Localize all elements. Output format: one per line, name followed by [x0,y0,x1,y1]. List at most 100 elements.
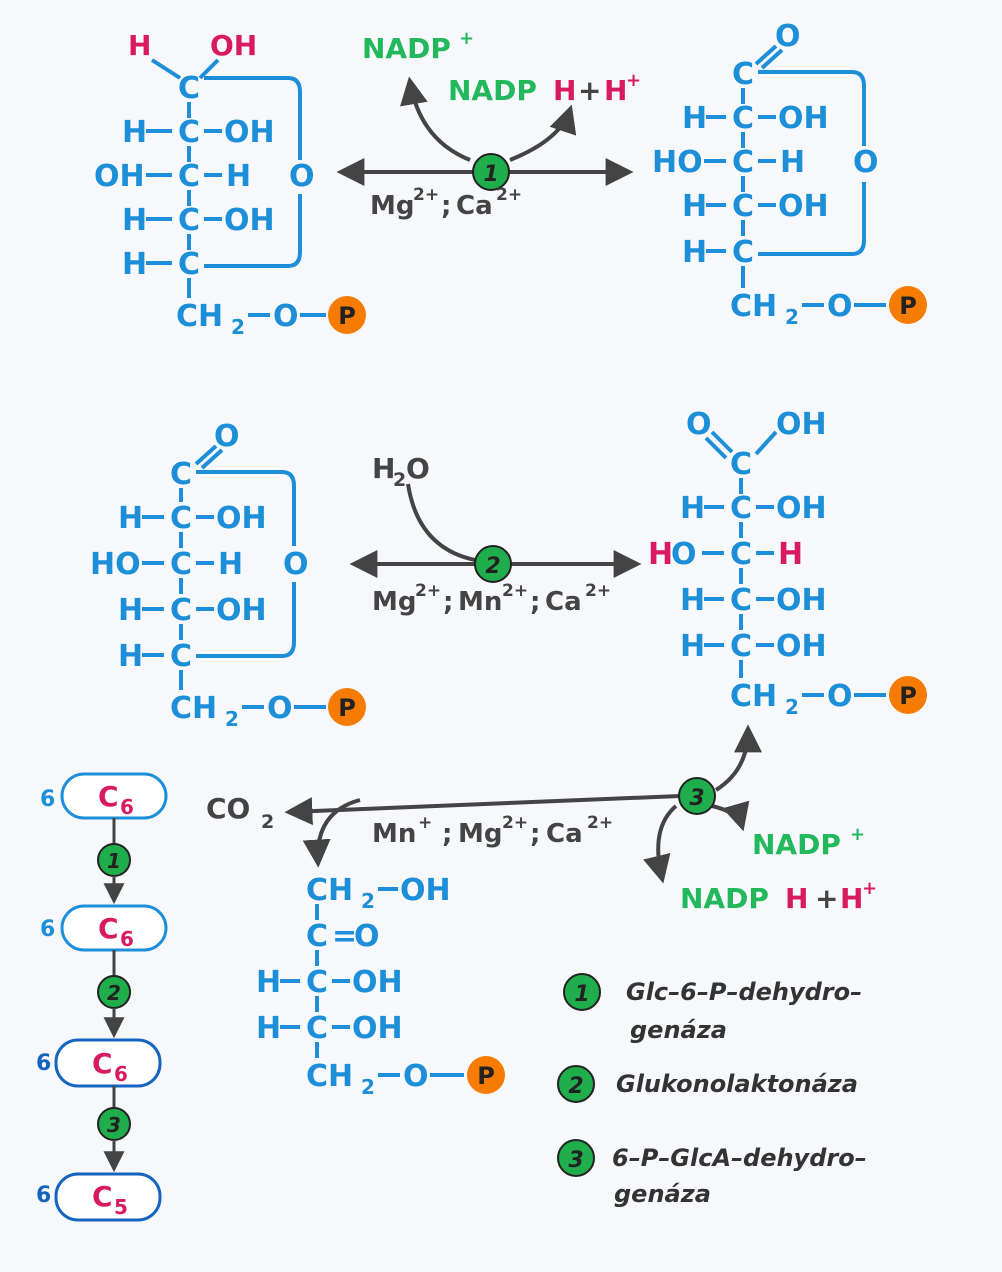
svg-text:H: H [218,547,243,582]
scheme-box-4 [54,1172,162,1222]
svg-text:O: O [775,19,801,54]
svg-text:2: 2 [785,695,799,719]
svg-text:+: + [578,74,601,107]
svg-text:O: O [354,919,380,954]
svg-text:6: 6 [120,927,134,951]
svg-text:OH: OH [400,873,451,908]
nadph-out: NADP [448,74,537,107]
legend-2-line1: Glukonolaktonáza [616,1070,858,1098]
svg-text:CH: CH [730,289,777,324]
enzyme-3-badge [678,777,716,815]
svg-text:C: C [178,159,200,194]
svg-text:C: C [732,145,754,180]
reaction-2: 2 H 2 O Mg 2+ ; Mn 2+ ; Ca 2+ [349,452,642,617]
svg-text:6: 6 [120,795,134,819]
svg-text:CH: CH [730,679,777,714]
glucose-6-phosphate: H OH C H C OH OH C H H C OH H C CH 2 [94,29,366,339]
svg-text:OH: OH [352,1011,403,1046]
svg-text:;: ; [441,191,451,221]
legend-1-line2: genáza [630,1016,727,1044]
svg-text:H: H [680,491,705,526]
svg-text:6: 6 [114,1062,128,1086]
svg-text:2+: 2+ [502,581,528,601]
svg-text:2: 2 [231,315,245,339]
svg-text:H: H [118,639,143,674]
enzyme-2-badge [474,545,512,583]
svg-text:OH: OH [224,203,275,238]
svg-text:O: O [403,1059,429,1094]
nadph-out-3: NADP [680,882,769,915]
svg-text:CH: CH [306,1059,353,1094]
svg-text:O: O [827,679,853,714]
svg-text:H: H [553,74,576,107]
svg-text:C: C [730,629,752,664]
h-top-left: H [128,29,151,62]
svg-text:C: C [730,491,752,526]
svg-text:+: + [815,882,838,915]
svg-text:;: ; [442,819,452,849]
phosphate-circle [328,296,366,334]
svg-text:P: P [338,694,356,722]
co2-label: CO [206,792,250,825]
svg-text:+: + [418,813,432,833]
svg-text:HO: HO [652,145,703,180]
svg-text:C: C [92,1180,113,1213]
reaction-1: 1 NADP + NADP H + H + Mg 2+ ; Ca 2+ [336,28,641,221]
svg-text:H: H [122,247,147,282]
svg-text:OH: OH [352,965,403,1000]
svg-text:H: H [604,74,627,107]
svg-text:2: 2 [568,1074,583,1099]
h-pink: H [778,537,803,572]
svg-text:C: C [178,71,200,106]
svg-text:6: 6 [36,1183,51,1208]
svg-text:2+: 2+ [413,185,439,205]
svg-text:P: P [899,682,917,710]
svg-text:C: C [170,501,192,536]
svg-text:C: C [170,457,192,492]
svg-text:OH: OH [216,501,267,536]
svg-text:C: C [92,1047,113,1080]
svg-text:1: 1 [483,162,498,187]
svg-text:1: 1 [107,849,121,873]
ring-oxygen: O [289,159,315,194]
svg-text:C: C [732,101,754,136]
svg-text:2: 2 [261,811,274,833]
svg-text:C: C [732,189,754,224]
svg-text:;: ; [530,819,540,849]
svg-text:2+: 2+ [502,813,528,833]
svg-text:C: C [178,115,200,150]
svg-text:OH: OH [776,629,827,664]
ion-ca: Ca [456,191,493,221]
svg-text:O: O [273,299,299,334]
svg-text:2: 2 [107,981,121,1005]
svg-text:1: 1 [574,982,589,1007]
svg-text:+: + [626,70,641,91]
svg-text:2+: 2+ [496,185,522,205]
svg-text:OH: OH [778,189,829,224]
svg-text:Ca: Ca [545,587,582,617]
nadp-in: NADP [362,32,451,65]
svg-text:O: O [671,537,697,572]
legend-1-line1: Glc–6–P–dehydro– [626,978,862,1006]
svg-text:O: O [214,419,240,454]
svg-text:6: 6 [40,787,55,812]
svg-text:P: P [477,1062,495,1090]
svg-text:3: 3 [689,786,704,811]
svg-text:3: 3 [107,1113,121,1137]
phosphogluconolactone-top: O C H C OH HO C H H C OH H C CH 2 O P O [652,19,927,329]
svg-text:H: H [118,501,143,536]
ribulose-5-phosphate: CH 2 OH C = O H C OH H C OH CH 2 O P [256,873,505,1099]
svg-text:H: H [122,203,147,238]
legend-3-line1: 6–P–GlcA–dehydro– [612,1144,867,1172]
svg-text:;: ; [443,587,453,617]
svg-text:C: C [732,235,754,270]
svg-text:C: C [306,1011,328,1046]
svg-text:6: 6 [40,917,55,942]
svg-text:P: P [338,302,356,330]
phosphogluconate: O OH C H C OH H O C H H C OH H C OH CH 2… [648,407,927,719]
svg-text:H: H [256,1011,281,1046]
svg-text:6: 6 [36,1051,51,1076]
svg-text:2: 2 [225,707,239,731]
svg-text:O: O [686,407,712,442]
